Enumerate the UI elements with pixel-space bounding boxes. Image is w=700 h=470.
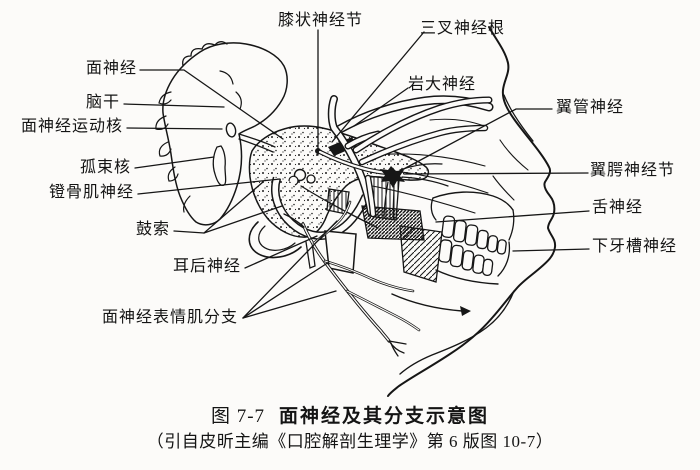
ear-canal-arc-inner	[258, 225, 296, 251]
inner-ear-group	[288, 168, 316, 186]
upper-tooth	[464, 224, 479, 246]
facial-nerve-group	[248, 149, 471, 357]
lower-tooth	[449, 244, 464, 268]
v1-band-inner	[353, 97, 492, 153]
figure-caption-source: （引自皮昕主编《口腔解剖生理学》第 6 版图 10-7）	[146, 432, 554, 451]
lower-tooth	[461, 250, 475, 271]
medulla-fold	[183, 195, 191, 213]
folia-fold-4	[167, 166, 179, 182]
trunk-fork-2	[388, 340, 405, 354]
figure-caption: 图 7-7 面神经及其分支示意图	[0, 401, 700, 428]
fossa-curve-3	[371, 185, 476, 214]
leader-stapedius-nerve	[137, 178, 281, 195]
label-stapedius-nerve: 镫骨肌神经	[48, 184, 134, 201]
label-solitary-nucleus: 孤束核	[79, 159, 131, 176]
cochlea-spiral	[288, 175, 299, 186]
cerebellum-lumps	[182, 41, 228, 67]
lower-tooth	[482, 258, 494, 277]
jaw-inner-curve	[399, 290, 515, 375]
v1-band-outer	[352, 96, 493, 154]
leader-trigeminal-root	[331, 31, 425, 143]
leader-pterygoid-canal	[399, 108, 553, 172]
label-inferior-alveolar: 下牙槽神经	[592, 238, 678, 255]
upper-tooth	[486, 235, 499, 253]
figure-number: 图 7-7	[210, 406, 266, 427]
figure-title: 面神经及其分支示意图	[279, 406, 490, 427]
posterior-auricular-branch	[283, 213, 305, 228]
palatine-nerve-1	[383, 181, 389, 219]
palatine-nerve-2	[392, 182, 395, 219]
medial-pterygoid-hatched	[399, 225, 443, 283]
cheek-line-2	[492, 175, 515, 201]
muscle-group	[324, 175, 443, 283]
facial-trunk-inner	[302, 223, 390, 342]
cheek-line-1	[499, 139, 529, 171]
leader-lines-group	[123, 29, 590, 319]
label-posterior-auricular: 耳后神经	[172, 258, 241, 275]
facial-motor-nucleus-oval	[225, 122, 237, 138]
pons-inner-line-2	[219, 70, 234, 85]
folia-fold-1	[158, 91, 172, 105]
brainstem-group	[155, 41, 288, 226]
leader-solitary-nucleus	[134, 156, 215, 169]
leader-posterior-auricular	[244, 235, 318, 269]
label-facial-motor-nucleus: 面神经运动核	[20, 118, 123, 135]
trigeminal-stem-inner	[329, 96, 374, 215]
nasal-bone-line	[503, 94, 534, 142]
label-pterygoid-canal-nerve: 翼管神经	[556, 99, 625, 116]
mandibular-division-inner	[366, 176, 375, 216]
maxilla-anterior	[508, 209, 515, 241]
upper-tooth	[476, 229, 489, 250]
ear-canal-arc-outer	[248, 221, 302, 259]
mandible-lower-line	[435, 269, 499, 285]
maxilla-upper-line	[432, 191, 514, 211]
label-chorda-tympani: 鼓索	[135, 221, 170, 238]
nerve-arrowhead	[460, 306, 471, 316]
facial-canal-band-inner	[272, 177, 369, 239]
sphenopalatine-branch-2	[401, 176, 449, 187]
leader-facial-motor-nucleus	[126, 127, 223, 130]
leader-inferior-alveolar	[512, 248, 590, 252]
cochlea-ring	[306, 174, 316, 184]
label-lingual-nerve: 舌神经	[592, 199, 644, 216]
buccal-branch-inner	[324, 260, 414, 292]
upper-tooth	[496, 239, 507, 255]
fossa-curve-4	[429, 118, 485, 127]
leader-facial-nerve	[139, 69, 284, 140]
pterygopalatine-ganglion-knot	[380, 166, 405, 188]
leader-greater-petrosal	[353, 87, 409, 127]
curved-nerve-arrow	[391, 293, 463, 312]
label-expression-branches: 面神经表情肌分支	[101, 309, 238, 326]
teeth-group	[438, 215, 507, 277]
leader-pterygopalatine-ganglion	[403, 172, 589, 175]
chin-inner-line	[497, 241, 511, 277]
leader-chorda-tympani-b	[203, 205, 283, 234]
trunk-fork-3	[390, 342, 399, 357]
label-pterygopalatine-ganglion: 翼腭神经节	[590, 162, 676, 179]
folia-fold-3	[158, 141, 172, 157]
trigeminal-group	[327, 95, 493, 218]
label-trigeminal-root: 三叉神经根	[420, 20, 506, 37]
leader-expression-fan-1	[242, 220, 338, 319]
chorda-tympani-nerve	[300, 185, 379, 229]
pons-inner-line-1	[235, 91, 242, 110]
leader-expression-fan-3	[242, 290, 337, 319]
label-facial-nerve: 面神经	[85, 60, 137, 77]
leader-lingual-nerve	[435, 210, 590, 223]
label-geniculate-ganglion: 膝状神经节	[278, 12, 364, 29]
face-profile	[387, 26, 557, 397]
label-greater-petrosal: 岩大神经	[408, 76, 477, 93]
styloid-process-1	[305, 241, 316, 269]
upper-tooth	[452, 219, 467, 243]
leader-expression-fan-2	[242, 261, 330, 319]
label-brainstem: 脑干	[85, 94, 120, 111]
folia-fold-2	[155, 115, 169, 131]
trunk-fork-1	[388, 340, 407, 345]
leader-brainstem	[123, 103, 225, 108]
v2-band-inner	[360, 126, 487, 164]
marginal-branch-inner	[346, 290, 420, 331]
lower-tooth	[438, 239, 453, 263]
upper-tooth	[441, 215, 456, 239]
